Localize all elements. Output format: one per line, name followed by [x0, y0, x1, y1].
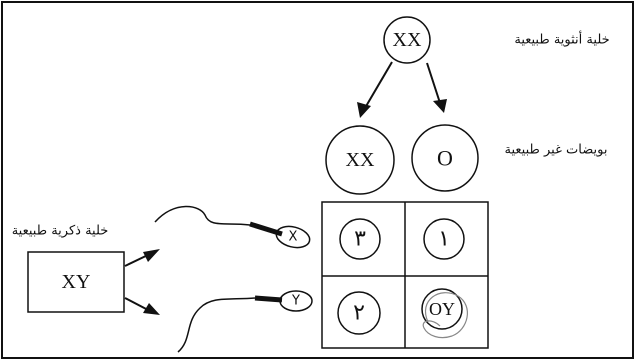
egg-o: O	[411, 124, 479, 192]
sperm-y-tail	[177, 297, 256, 353]
female-cell-label: خلية أنثوية طبيعية	[514, 31, 609, 48]
grid-cell-bottom-left: ٢	[337, 291, 381, 335]
sperm-x-head	[275, 225, 311, 249]
sperm-y-head	[279, 290, 313, 312]
grid-cell-top-left: ٣	[339, 218, 381, 260]
grid-number-3: ٣	[354, 227, 366, 252]
male-cell-text: XY	[62, 271, 91, 293]
punnett-grid	[321, 201, 489, 349]
grid-number-1: ١	[438, 227, 450, 252]
female-cell: XX	[383, 16, 431, 64]
grid-number-2: ٢	[353, 301, 365, 326]
male-cell-box: XY	[27, 251, 125, 313]
egg-xx: XX	[325, 125, 395, 195]
grid-cell-top-right: ١	[423, 218, 465, 260]
male-cell-label: خلية ذكرية طبيعية	[12, 224, 109, 239]
abnormal-eggs-label: بويضات غير طبيعية	[505, 143, 608, 158]
sperm-y-label: Y	[291, 294, 300, 309]
sperm-y: Y	[177, 290, 313, 353]
scribble-mark	[422, 292, 468, 339]
sperm-x: X	[154, 205, 311, 249]
grid-cell-bottom-right: OY	[421, 288, 468, 339]
egg-xx-text: XX	[346, 149, 375, 171]
sperm-x-label: X	[289, 230, 298, 245]
meiosis-arrows	[357, 61, 447, 118]
female-cell-text: XX	[393, 29, 422, 51]
sperm-x-tail	[154, 205, 251, 226]
egg-o-text: O	[437, 146, 453, 171]
sperm-arrows	[124, 249, 160, 315]
sperm-y-midpiece	[254, 295, 283, 303]
grid-oy-text: OY	[429, 299, 455, 319]
